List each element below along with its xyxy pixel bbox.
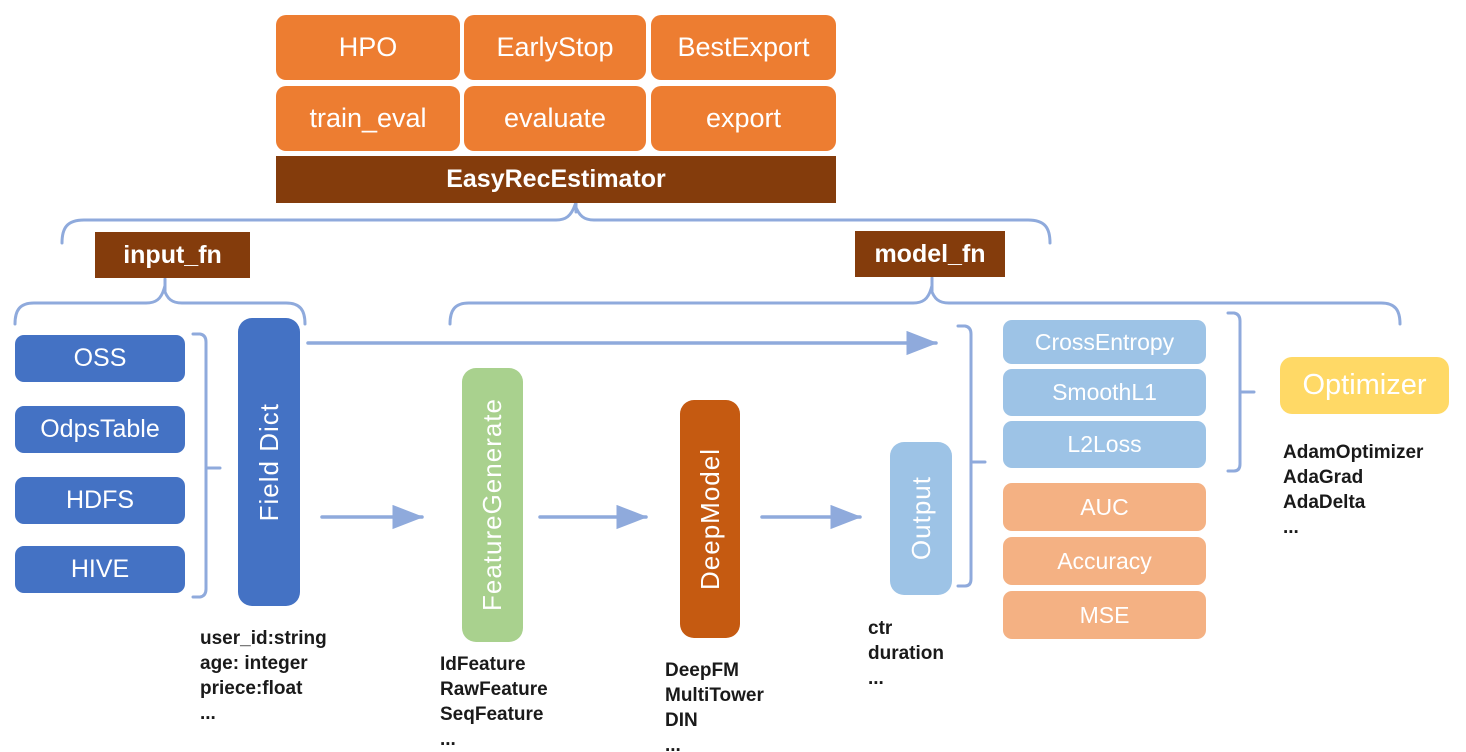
metric-box-auc: AUC <box>1003 483 1206 531</box>
note-line: RawFeature <box>440 679 548 700</box>
optimizer-box: Optimizer <box>1280 357 1449 414</box>
field-dict-box: Field Dict <box>238 318 300 606</box>
field-dict-label: Field Dict <box>253 402 284 522</box>
branch-input-fn: input_fn <box>95 232 250 278</box>
note-line: ... <box>665 735 681 752</box>
capability-hpo: HPO <box>276 15 460 80</box>
model-fn-brace <box>448 283 1402 326</box>
branch-model-fn: model_fn <box>855 231 1005 277</box>
note-line: ... <box>868 668 884 689</box>
note-line: user_id:string <box>200 628 327 649</box>
output-label: Output <box>905 476 936 561</box>
sources-bracket <box>191 332 208 599</box>
capability-train-eval: train_eval <box>276 86 460 151</box>
metric-box-accuracy: Accuracy <box>1003 537 1206 585</box>
loss-box-l2loss: L2Loss <box>1003 421 1206 468</box>
source-box-hive: HIVE <box>15 546 185 593</box>
estimator-bar: EasyRecEstimator <box>276 156 836 203</box>
field-dict-notes: user_id:string age: integer priece:float… <box>200 626 327 726</box>
note-line: priece:float <box>200 678 303 699</box>
note-line: MultiTower <box>665 685 764 706</box>
output-notes: ctr duration ... <box>868 616 944 691</box>
note-line: ... <box>200 703 216 724</box>
note-line: DeepFM <box>665 660 739 681</box>
feature-generate-notes: IdFeature RawFeature SeqFeature ... <box>440 652 548 752</box>
source-box-oss: OSS <box>15 335 185 382</box>
note-line: SeqFeature <box>440 704 544 725</box>
note-line: age: integer <box>200 653 308 674</box>
note-line: AdaGrad <box>1283 467 1364 488</box>
output-box: Output <box>890 442 952 595</box>
capability-evaluate: evaluate <box>464 86 646 151</box>
note-line: duration <box>868 643 944 664</box>
note-line: AdaDelta <box>1283 492 1366 513</box>
note-line: IdFeature <box>440 654 526 675</box>
capability-earlystop: EarlyStop <box>464 15 646 80</box>
optimizer-notes: AdamOptimizer AdaGrad AdaDelta ... <box>1283 440 1423 540</box>
output-group-bracket <box>956 324 973 588</box>
capability-bestexport: BestExport <box>651 15 836 80</box>
feature-generate-label: FeatureGenerate <box>477 398 507 612</box>
source-box-odpstable: OdpsTable <box>15 406 185 453</box>
loss-group-bracket <box>1226 311 1242 473</box>
note-line: ctr <box>868 618 893 639</box>
deep-model-box: DeepModel <box>680 400 740 638</box>
capability-export: export <box>651 86 836 151</box>
feature-generate-box: FeatureGenerate <box>462 368 523 642</box>
estimator-brace <box>60 200 1052 245</box>
note-line: DIN <box>665 710 698 731</box>
deep-model-notes: DeepFM MultiTower DIN ... <box>665 658 764 752</box>
source-box-hdfs: HDFS <box>15 477 185 524</box>
note-line: ... <box>1283 517 1299 538</box>
loss-box-smoothl1: SmoothL1 <box>1003 369 1206 416</box>
deep-model-label: DeepModel <box>694 448 725 590</box>
loss-box-crossentropy: CrossEntropy <box>1003 320 1206 364</box>
metric-box-mse: MSE <box>1003 591 1206 639</box>
input-fn-brace <box>13 283 307 326</box>
note-line: AdamOptimizer <box>1283 442 1424 463</box>
note-line: ... <box>440 729 456 750</box>
